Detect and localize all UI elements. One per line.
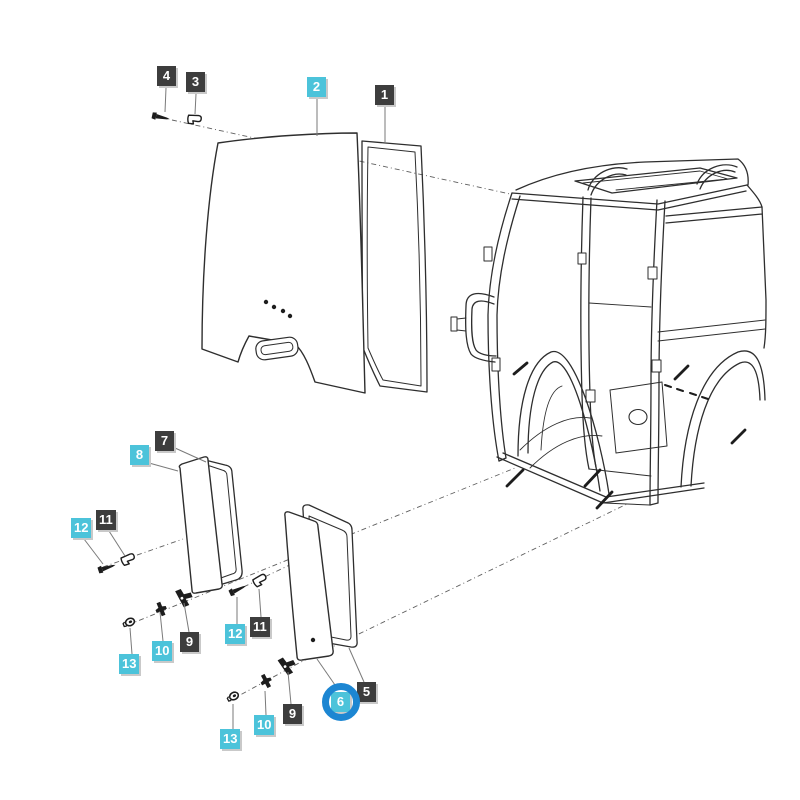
assembly-dash-line: [230, 503, 628, 701]
cab-c-pillar: [649, 199, 658, 506]
part-label-5[interactable]: 5: [357, 682, 376, 702]
label-leader-line: [258, 588, 262, 618]
assembly-dash-line: [127, 467, 516, 626]
part-label-6[interactable]: 6: [331, 692, 350, 712]
assembly-dash-line: [102, 538, 184, 568]
pin-hardware-icon: [155, 601, 167, 617]
screw-hardware-icon: [151, 112, 170, 120]
label-leader-line: [148, 462, 179, 472]
part-label-1[interactable]: 1: [375, 85, 394, 105]
screw-hardware-icon: [228, 585, 247, 597]
cab-frame-drawing: [450, 158, 767, 510]
windshield-seal-frame-part1: [361, 140, 428, 393]
hardware-layer: [97, 112, 296, 702]
part-label-12[interactable]: 12: [71, 518, 92, 538]
cab-roof-outline: [515, 158, 749, 191]
part-label-9[interactable]: 9: [180, 632, 199, 652]
label-leader-line: [108, 530, 126, 557]
leader-lines-layer: [83, 87, 386, 729]
clip-hardware-icon: [120, 553, 135, 567]
part-label-2[interactable]: 2: [307, 77, 326, 97]
part-label-7[interactable]: 7: [155, 431, 174, 451]
clip-hardware-icon: [252, 573, 267, 588]
cab-handrail: [465, 292, 496, 363]
nut-hardware-icon: [226, 691, 240, 702]
part-label-9[interactable]: 9: [283, 704, 302, 724]
pin-hardware-icon: [260, 673, 272, 689]
label-leader-line: [129, 627, 133, 655]
part-label-10[interactable]: 10: [254, 715, 275, 735]
part-label-13[interactable]: 13: [220, 729, 241, 749]
windshield-holes: [263, 299, 293, 319]
part-label-12[interactable]: 12: [225, 624, 246, 644]
part-label-3[interactable]: 3: [186, 72, 205, 92]
part-label-8[interactable]: 8: [130, 445, 149, 465]
label-leader-line: [183, 602, 190, 633]
bracket-hardware-icon: [175, 589, 193, 608]
label-leader-line: [159, 611, 164, 642]
label-leader-line: [174, 447, 207, 463]
label-leader-line: [287, 671, 292, 705]
label-leader-line: [348, 647, 365, 683]
screw-hardware-icon: [97, 564, 116, 574]
label-leader-line: [264, 690, 267, 716]
label-leader-line: [194, 93, 197, 115]
side-window-glass-part6: [284, 511, 334, 661]
part-label-11[interactable]: 11: [250, 617, 270, 637]
windshield-glass-part2: [201, 132, 366, 394]
nut-hardware-icon: [122, 617, 136, 628]
cab-rear-fender: [680, 350, 766, 488]
side-window-glass-part8: [178, 456, 223, 594]
bracket-hardware-icon: [277, 657, 296, 676]
assembly-dash-lines: [102, 119, 628, 701]
glass6-hole: [310, 637, 316, 643]
cab-front-fender: [517, 351, 610, 495]
cab-a-pillar: [487, 192, 513, 462]
windshield-glass-outline: [201, 132, 366, 394]
assembly-dash-line: [171, 119, 511, 195]
part-label-4[interactable]: 4: [157, 66, 176, 86]
cab-b-pillar: [580, 196, 590, 470]
clip-hardware-icon: [187, 114, 202, 125]
part-label-10[interactable]: 10: [152, 641, 173, 661]
label-leader-line: [316, 658, 336, 686]
label-leader-line: [83, 538, 104, 565]
part-label-11[interactable]: 11: [96, 510, 116, 530]
part-label-13[interactable]: 13: [119, 654, 140, 674]
label-leader-line: [164, 87, 167, 113]
